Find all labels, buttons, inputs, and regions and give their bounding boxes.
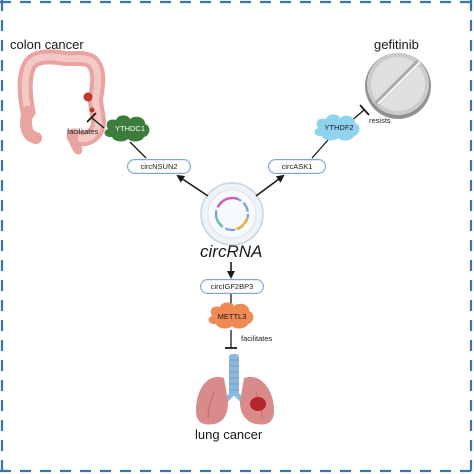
colon-cancer-label: colon cancer: [10, 37, 84, 52]
circrna-illustration: [200, 182, 264, 246]
arrow-to-circask1: [255, 174, 285, 197]
circigf2bp3-node: circIGF2BP3: [200, 279, 264, 294]
circrna-label: circRNA: [200, 242, 263, 261]
colon-illustration: [17, 49, 106, 155]
ythdf2-blob: [314, 114, 360, 141]
ythdf2-label: YTHDF2: [324, 123, 354, 132]
inhibit-bar-colon: [86, 112, 97, 123]
colon-tumor-2: [89, 107, 95, 113]
ythdc1-label: YTHDC1: [114, 124, 145, 133]
link-circask1-ythdf2: [311, 139, 329, 159]
lung-tumor: [250, 397, 266, 411]
circnsun2-node: circNSUN2: [127, 159, 191, 174]
ythdc1-blob: [104, 115, 150, 142]
relation-resists-gefitinib: resists: [369, 116, 391, 125]
relation-facilitates-lung: facilitates: [241, 334, 273, 343]
arrow-to-circnsun2: [176, 174, 209, 197]
lung-cancer-label: lung cancer: [195, 427, 263, 442]
inhibit-line-colon: [91, 117, 105, 129]
circask1-node: circASK1: [268, 159, 326, 174]
gefitinib-label: gefitinib: [374, 37, 419, 52]
inhibit-bar-gefitinib: [359, 104, 370, 116]
mettl3-label: METTL3: [217, 312, 247, 321]
lungs-illustration: [196, 354, 274, 425]
relation-facilitates-colon: facilitates: [67, 127, 99, 136]
gefitinib-pill-illustration: [365, 53, 431, 119]
mettl3-blob: [208, 302, 254, 329]
link-circnsun2-ythdc1: [129, 141, 147, 159]
colon-tumor-1: [83, 92, 93, 102]
